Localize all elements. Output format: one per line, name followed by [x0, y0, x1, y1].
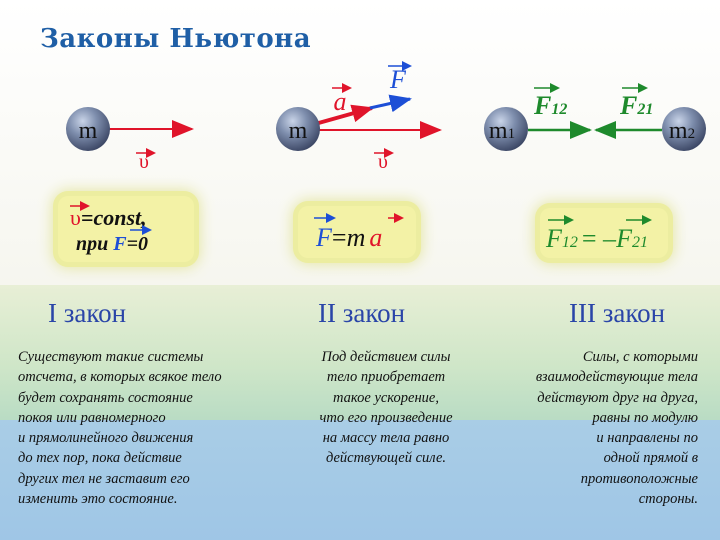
mass2-ball [662, 107, 706, 151]
law3-formula: F12= –F21 [545, 215, 652, 253]
mass2-label: m2 [669, 118, 695, 144]
text-line: будет сохранять состояние [18, 389, 193, 406]
text-line: такое ускорение, [333, 389, 439, 406]
force-label: F [389, 65, 407, 94]
law1-description: Существуют такие системы отсчета, в кото… [18, 347, 222, 509]
text-line: и прямолинейного движения [18, 430, 194, 447]
formula-text: F12= –F21 [545, 224, 648, 253]
force-arrow [369, 94, 412, 113]
text-line: действуют друг на друга, [537, 389, 698, 406]
background-middle-band [0, 285, 720, 420]
text-line: что его произведение [319, 409, 453, 426]
text-line: тело приобретает [326, 369, 446, 386]
text-line: отсчета, в которых всякое тело [18, 369, 222, 386]
law2-heading: II закон [318, 298, 406, 328]
text-line: равны по модулю [592, 409, 698, 426]
mass-label: m [289, 118, 308, 144]
velocity-label: υ [378, 151, 388, 173]
formula-line-2: при F=0 [76, 233, 148, 255]
text-line: изменить это состояние. [18, 491, 178, 508]
text-line: Силы, с которыми [582, 349, 698, 365]
text-line: других тел не заставит его [18, 470, 190, 487]
text-line: до тех пор, пока действие [18, 450, 182, 467]
force12-label: F12 [533, 91, 567, 120]
mass1-ball [484, 107, 528, 151]
acceleration-arrow [314, 104, 374, 126]
text-line: действующей силе. [325, 450, 447, 467]
law2-illustration: m a F υ [276, 61, 442, 173]
formula-line-1: υ=const, [70, 205, 147, 230]
velocity-label: υ [139, 151, 149, 173]
law2-description: Под действием силы тело приобретает тако… [300, 347, 472, 469]
mass-ball [276, 107, 320, 151]
text-line: покоя или равномерного [18, 409, 166, 426]
text-line: взаимодействующие тела [535, 369, 698, 386]
text-line: стороны. [638, 491, 698, 508]
law3-heading: III закон [569, 298, 666, 328]
law1-heading: I закон [48, 298, 127, 328]
background-bottom-band [0, 420, 720, 540]
mass-ball [66, 107, 110, 151]
text-line: на массу тела равно [322, 430, 450, 447]
text-line: Под действием силы [321, 349, 451, 365]
law1-illustration: m υ [66, 107, 194, 173]
mass1-label: m1 [489, 118, 515, 144]
text-line: противоположные [580, 470, 698, 487]
text-line: одной прямой в [603, 450, 698, 467]
law3-illustration: m1 m2 F12 F21 [484, 83, 706, 151]
law3-description: Силы, с которыми взаимодействующие тела … [536, 347, 698, 509]
force21-label: F21 [619, 91, 653, 120]
text-line: Существуют такие системы [18, 349, 204, 365]
text-line: и направлены по [596, 430, 698, 447]
acceleration-label: a [334, 87, 347, 116]
law1-formula: υ=const, при F=0 [70, 201, 152, 255]
mass-label: m [79, 118, 98, 144]
page-title: Законы Ньютона [40, 24, 312, 54]
